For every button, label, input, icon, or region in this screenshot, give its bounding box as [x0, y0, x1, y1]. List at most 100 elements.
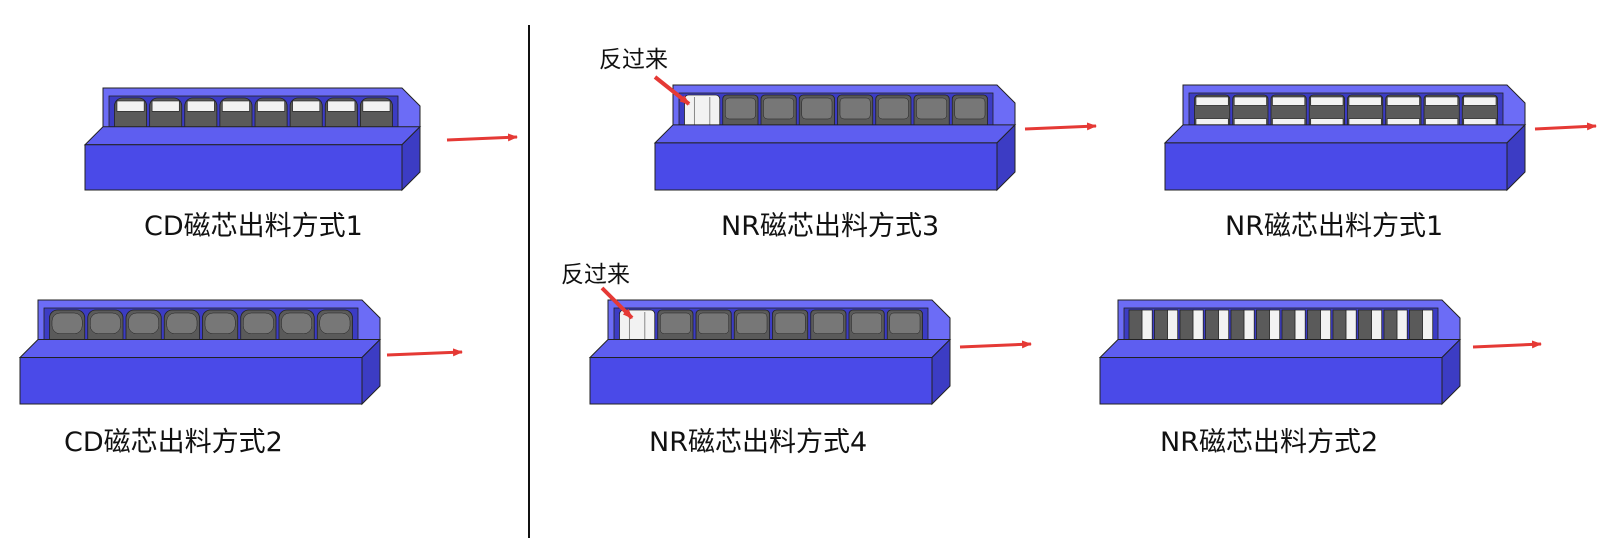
- core-slot: [151, 100, 180, 112]
- core-top: [725, 97, 756, 120]
- rail-side-face: [931, 338, 951, 406]
- figure-nr2: [1098, 299, 1462, 406]
- core-2: [722, 94, 759, 134]
- core-2: [87, 309, 124, 349]
- rail-side-face: [361, 338, 381, 406]
- core-4: [1308, 94, 1345, 134]
- caption-nr4: NR磁芯出料方式4: [649, 427, 867, 458]
- rail-front-face: [589, 357, 933, 405]
- core-4: [733, 309, 770, 349]
- core-6: [289, 97, 323, 136]
- core-top: [319, 312, 351, 334]
- core-5: [1230, 309, 1255, 349]
- core-1: [49, 309, 86, 349]
- rail-front-top: [83, 126, 422, 146]
- core-top: [698, 312, 729, 334]
- core-top: [889, 312, 921, 334]
- core-slot: [327, 100, 356, 112]
- rail-front-top: [588, 339, 952, 359]
- core-6: [240, 309, 277, 349]
- core-white-face: [1195, 96, 1229, 106]
- rail-front-face: [1164, 142, 1508, 191]
- note-flipped-nr3: 反过来: [599, 47, 668, 73]
- figure-nr1: [1163, 84, 1527, 192]
- note-pointer-nr3: [653, 75, 691, 106]
- core-2: [657, 309, 694, 349]
- flow-arrow-cd1: [446, 133, 518, 142]
- core-top: [128, 312, 159, 334]
- rail-front-top: [1098, 339, 1462, 359]
- core-10: [1358, 309, 1383, 349]
- core-slot: [186, 100, 215, 112]
- core-6: [875, 94, 912, 134]
- core-top: [660, 312, 691, 334]
- core-8: [359, 97, 393, 136]
- core-white-face: [1272, 96, 1306, 106]
- core-top: [878, 97, 909, 120]
- core-white-face: [1463, 96, 1497, 106]
- core-white-face: [1348, 118, 1382, 126]
- core-7: [848, 309, 885, 349]
- flow-arrow-nr3: [1024, 122, 1097, 131]
- core-white-face: [1463, 118, 1497, 126]
- rail-front-face: [19, 357, 363, 405]
- core-5: [254, 97, 288, 136]
- core-white-face: [1425, 118, 1459, 126]
- core-slot: [362, 100, 391, 112]
- core-slot: [257, 100, 285, 112]
- core-3: [760, 94, 797, 134]
- core-6: [1256, 309, 1281, 349]
- core-8: [316, 309, 353, 349]
- core-5: [772, 309, 809, 349]
- rail-front-top: [18, 339, 382, 359]
- core-slot: [116, 100, 145, 112]
- core-white-face: [1425, 96, 1459, 106]
- core-top: [774, 312, 806, 334]
- core-7: [278, 309, 315, 349]
- core-top: [243, 312, 274, 334]
- note-pointer-nr4: [600, 286, 634, 320]
- caption-cd2: CD磁芯出料方式2: [64, 427, 283, 458]
- rail-front-top: [653, 124, 1017, 144]
- core-top: [801, 97, 833, 120]
- core-top: [51, 312, 83, 334]
- core-white-face: [1386, 96, 1420, 106]
- figure-cd1: [83, 87, 422, 192]
- core-white-face: [1233, 118, 1267, 126]
- figure-nr3: [653, 84, 1017, 192]
- core-top: [281, 312, 312, 334]
- core-top: [851, 312, 882, 334]
- core-top: [916, 97, 947, 120]
- figure-cd2: [18, 299, 382, 406]
- rail-front-face: [84, 144, 403, 191]
- core-top: [839, 97, 871, 120]
- core-1: [1128, 309, 1153, 349]
- core-2: [1232, 94, 1269, 134]
- rail-side-face: [1441, 338, 1461, 406]
- caption-nr1: NR磁芯出料方式1: [1225, 211, 1443, 242]
- caption-cd1: CD磁芯出料方式1: [144, 211, 363, 242]
- core-slot: [222, 100, 250, 112]
- core-12: [1409, 309, 1434, 349]
- core-slot: [292, 100, 321, 112]
- core-6: [1385, 94, 1422, 134]
- flow-arrow-cd2: [386, 348, 463, 357]
- core-white-face: [1272, 118, 1306, 126]
- core-3: [1270, 94, 1307, 134]
- flow-arrow-nr4: [959, 340, 1032, 349]
- flow-arrow-nr1: [1534, 122, 1597, 131]
- core-white-face: [1310, 96, 1344, 106]
- core-top: [763, 97, 794, 120]
- core-5: [202, 309, 239, 349]
- core-1: [114, 97, 148, 136]
- core-white-face: [1233, 96, 1267, 106]
- caption-nr3: NR磁芯出料方式3: [721, 211, 939, 242]
- core-top: [736, 312, 768, 334]
- core-top: [204, 312, 236, 334]
- note-flipped-nr4: 反过来: [561, 262, 630, 288]
- core-white-face: [1348, 96, 1382, 106]
- core-top: [813, 312, 844, 334]
- core-8: [951, 94, 988, 134]
- core-top: [954, 97, 986, 120]
